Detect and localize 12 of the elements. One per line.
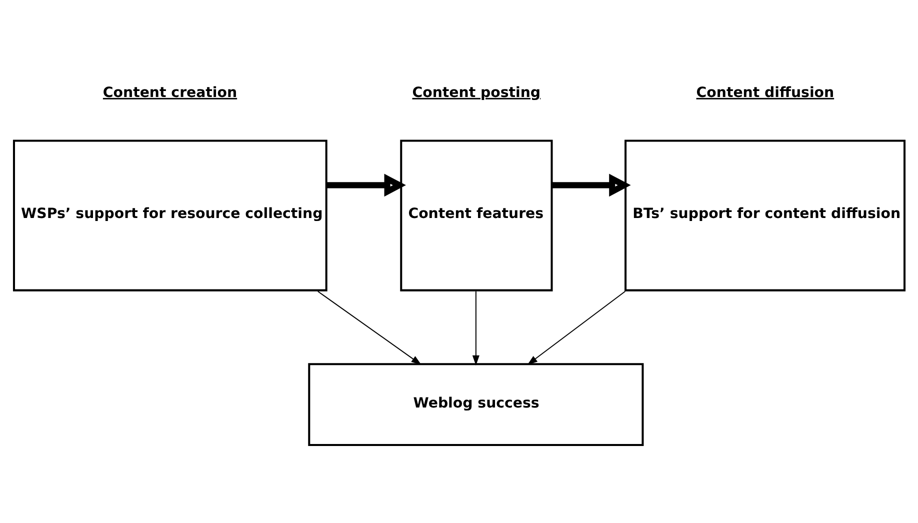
node-box: Content features	[400, 139, 553, 291]
node-box: Weblog success	[308, 362, 644, 446]
arrow	[318, 290, 422, 364]
arrow	[527, 290, 626, 364]
node-label: Content diffusion	[696, 84, 834, 100]
arrow	[326, 173, 406, 196]
node-label: Content creation	[102, 84, 238, 100]
node-box: BTs’ support for content diffusion	[624, 139, 906, 291]
node-box: WSPs’ support for resource collecting	[12, 139, 328, 291]
arrow	[552, 173, 631, 196]
arrow	[472, 290, 480, 365]
node-label: Content posting	[412, 84, 541, 100]
